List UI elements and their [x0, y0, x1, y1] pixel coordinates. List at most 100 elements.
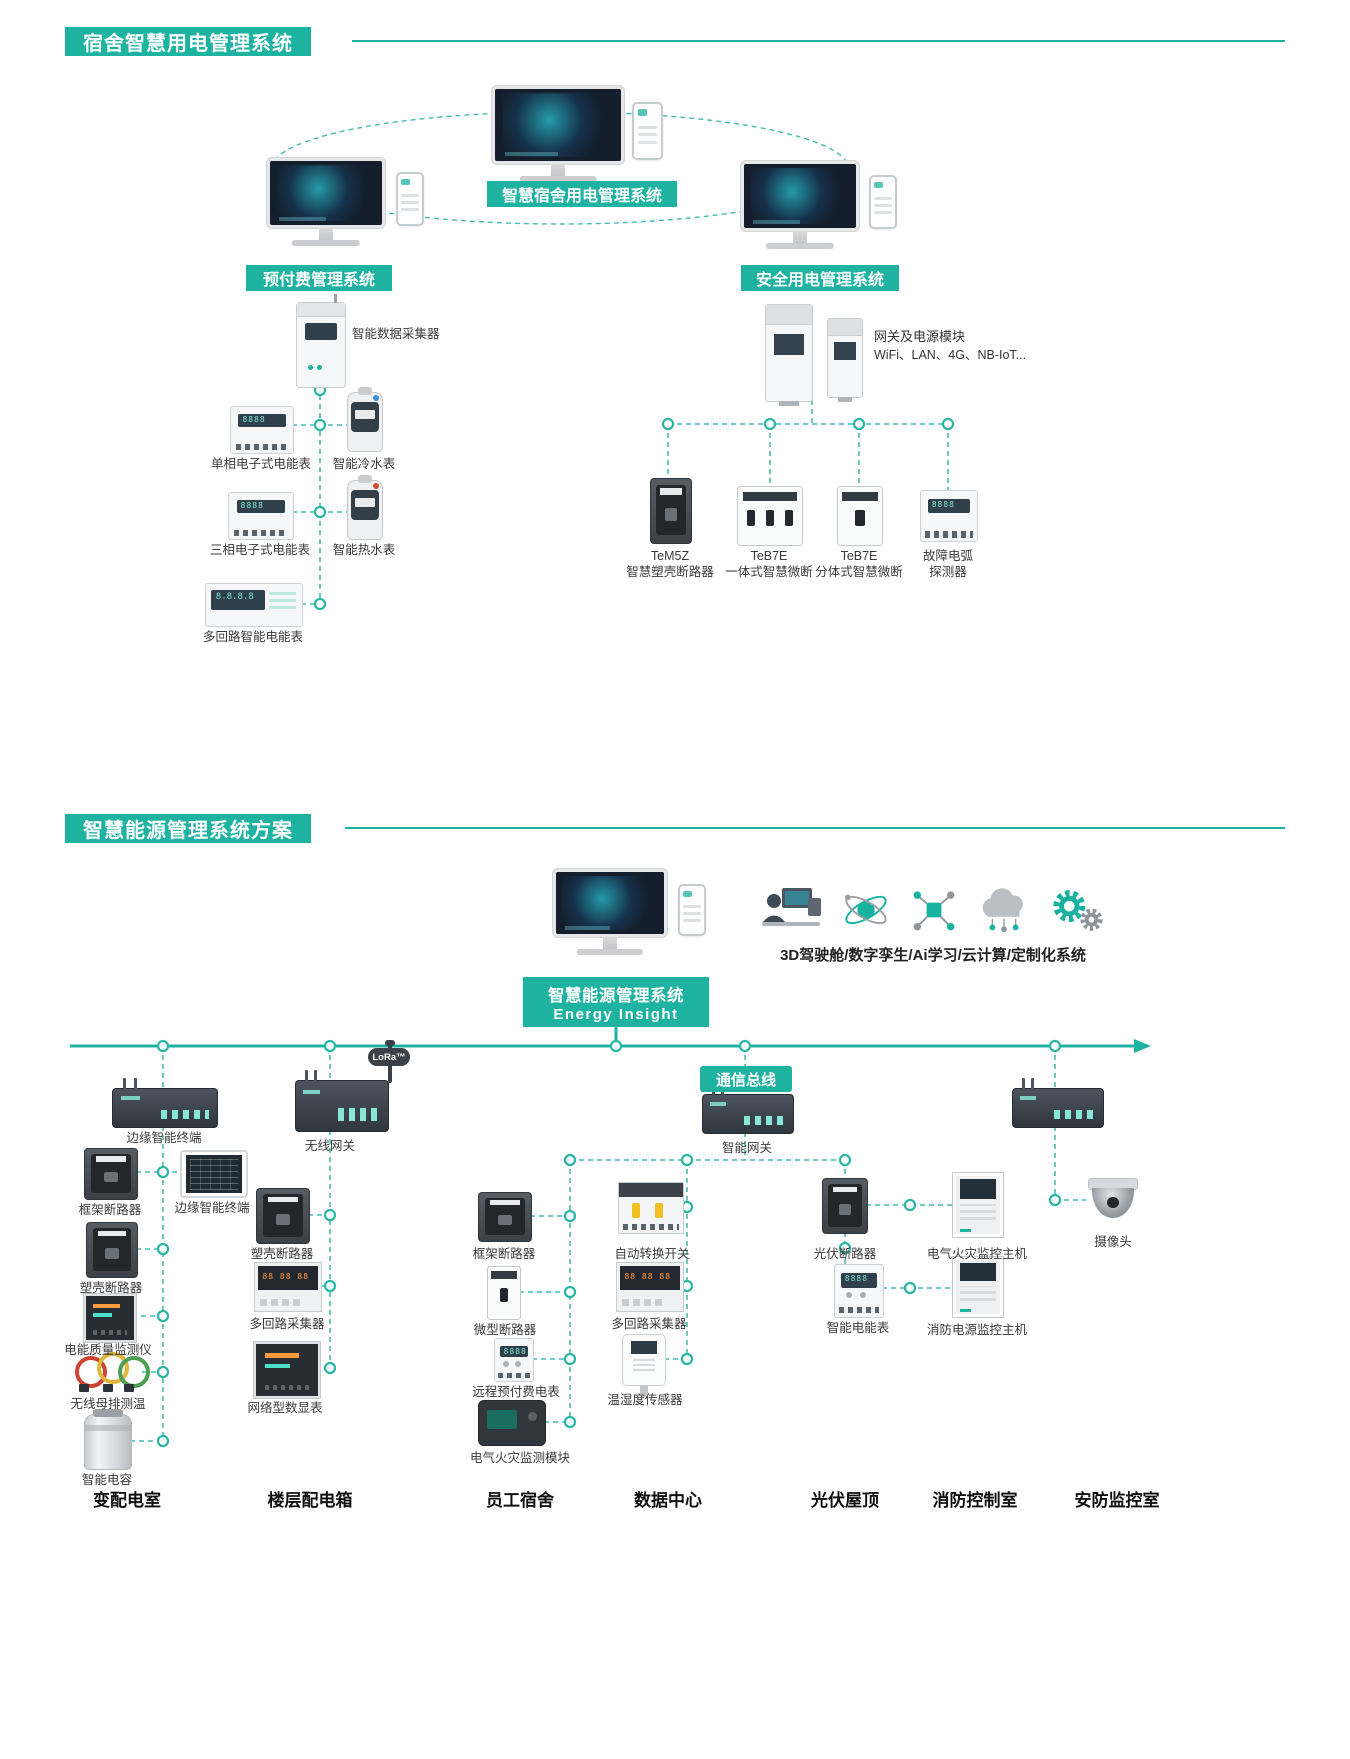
frame-breaker-substation-label: 框架断路器: [78, 1203, 142, 1217]
smart-gateway-label: 智能网关: [721, 1141, 773, 1155]
ems-label-box: 智慧能源管理系统 Energy Insight: [523, 977, 709, 1027]
prepaid-system-label: 预付费管理系统: [246, 265, 392, 291]
fire-power-monitor-host-label: 消防电源监控主机: [926, 1323, 1028, 1337]
column-label-staff-dorm: 员工宿舍: [486, 1491, 554, 1510]
mccb-floor: [256, 1188, 310, 1244]
phone-ems: [678, 884, 706, 936]
column-label-data-center: 数据中心: [634, 1491, 702, 1510]
tem5z-smart-mccb: [650, 478, 692, 544]
mccb-substation-label: 塑壳断路器: [79, 1281, 143, 1295]
multi-circuit-collector-dc: [616, 1262, 684, 1312]
network-digital-display-meter: [253, 1341, 321, 1399]
section1-banner: 宿舍智慧用电管理系统: [65, 27, 311, 56]
teb7e-split-smart-mcb: [837, 486, 883, 546]
ems-label-line1: 智慧能源管理系统: [548, 986, 684, 1005]
edge-intelligent-terminal: [112, 1078, 218, 1128]
multi-circuit-smart-meter: [205, 583, 303, 627]
edge-intelligent-terminal-screen-label: 边缘智能终端: [174, 1201, 250, 1215]
power-quality-monitor: [83, 1293, 137, 1343]
single-phase-meter: [230, 406, 294, 454]
communication-bus-label: 通信总线: [700, 1066, 792, 1092]
miniature-breaker-label: 微型断路器: [473, 1323, 537, 1337]
section2-banner-text: 智慧能源管理系统方案: [83, 820, 293, 842]
customization-icon: [1048, 884, 1106, 941]
smart-hot-water-meter: [347, 475, 383, 540]
smart-data-collector-label: 智能数据采集器: [352, 327, 440, 341]
network-digital-display-meter-label: 网络型数显表: [247, 1401, 323, 1415]
column-label-pv-roof: 光伏屋顶: [811, 1491, 879, 1510]
auto-transfer-switch-label: 自动转换开关: [614, 1247, 690, 1261]
phone-center: [632, 102, 663, 160]
teb7e-integrated-smart-mcb: [737, 486, 803, 546]
section2-banner: 智慧能源管理系统方案: [65, 814, 311, 843]
fire-power-monitor-host: [952, 1256, 1004, 1318]
feature-icons-row: [760, 882, 1106, 942]
smart-hot-water-meter-label: 智能热水表: [332, 543, 396, 557]
electrical-fire-monitor-host: [952, 1172, 1004, 1238]
arc-fault-detector: [920, 490, 978, 542]
pv-breaker: [822, 1178, 868, 1234]
smart-capacitor-label: 智能电容: [81, 1473, 133, 1487]
multi-circuit-collector-dc-label: 多回路采集器: [611, 1317, 687, 1331]
cloud-computing-icon: [975, 884, 1033, 941]
three-phase-meter: [228, 492, 294, 540]
smart-gateway: [702, 1084, 794, 1134]
smart-energy-meter: [834, 1264, 884, 1318]
section2-banner-line: [345, 827, 1285, 829]
wireless-busbar-temp: [74, 1352, 150, 1392]
ai-learning-icon: [908, 884, 960, 941]
electrical-fire-monitor-host-label: 电气火灾监控主机: [926, 1247, 1028, 1261]
mccb-substation: [86, 1222, 138, 1278]
wireless-gateway-label: 无线网关: [304, 1139, 356, 1153]
icons-caption: 3D驾驶舱/数字孪生/Ai学习/云计算/定制化系统: [780, 947, 1086, 964]
safety-system-label: 安全用电管理系统: [741, 265, 899, 291]
monitor-center: [492, 86, 624, 182]
electrical-fire-monitor-module-label: 电气火灾监测模块: [469, 1451, 571, 1465]
section1-banner-text: 宿舍智慧用电管理系统: [83, 33, 293, 55]
edge-intelligent-terminal-label: 边缘智能终端: [126, 1131, 202, 1145]
3d-cockpit-icon: [760, 884, 824, 941]
power-quality-monitor-label: 电能质量监测仪: [64, 1343, 152, 1357]
monitor-right: [741, 161, 859, 249]
security-gateway: [1012, 1078, 1104, 1128]
smart-energy-meter-label: 智能电能表: [826, 1321, 890, 1335]
arc-fault-detector-label: 故障电弧探测器: [922, 549, 974, 580]
single-phase-meter-label: 单相电子式电能表: [210, 457, 312, 471]
smart-cold-water-meter-label: 智能冷水表: [332, 457, 396, 471]
column-label-fire-control-room: 消防控制室: [932, 1491, 1018, 1510]
smart-data-collector: [296, 294, 346, 388]
edge-intelligent-terminal-screen: [180, 1150, 248, 1198]
mccb-floor-label: 塑壳断路器: [250, 1247, 314, 1261]
phone-left: [396, 172, 424, 226]
column-label-substation-room: 变配电室: [93, 1491, 161, 1510]
monitor-ems: [553, 869, 667, 955]
digital-twin-icon: [839, 884, 893, 941]
miniature-breaker: [487, 1266, 521, 1320]
section1-banner-line: [352, 40, 1285, 42]
frame-breaker-dorm-label: 框架断路器: [472, 1247, 536, 1261]
pv-breaker-label: 光伏断路器: [813, 1247, 877, 1261]
monitor-left: [267, 158, 385, 246]
smart-capacitor: [84, 1409, 132, 1470]
smart-cold-water-meter: [347, 387, 383, 452]
remote-prepaid-meter: [494, 1338, 534, 1382]
multi-circuit-collector-floor: [254, 1262, 322, 1312]
multi-circuit-collector-floor-label: 多回路采集器: [249, 1317, 325, 1331]
frame-breaker-substation: [84, 1148, 138, 1200]
column-label-floor-dist-box: 楼层配电箱: [267, 1491, 353, 1510]
frame-breaker-dorm: [478, 1192, 532, 1242]
auto-transfer-switch: [618, 1182, 684, 1234]
dome-camera-label: 摄像头: [1094, 1235, 1132, 1249]
dome-camera: [1086, 1176, 1140, 1224]
wireless-busbar-temp-label: 无线母排测温: [70, 1397, 146, 1411]
temp-humidity-sensor-label: 温湿度传感器: [607, 1393, 683, 1407]
temp-humidity-sensor: [622, 1334, 666, 1397]
column-label-security-room: 安防监控室: [1074, 1491, 1160, 1510]
gateway-module: [765, 304, 813, 406]
phone-right: [869, 175, 897, 229]
